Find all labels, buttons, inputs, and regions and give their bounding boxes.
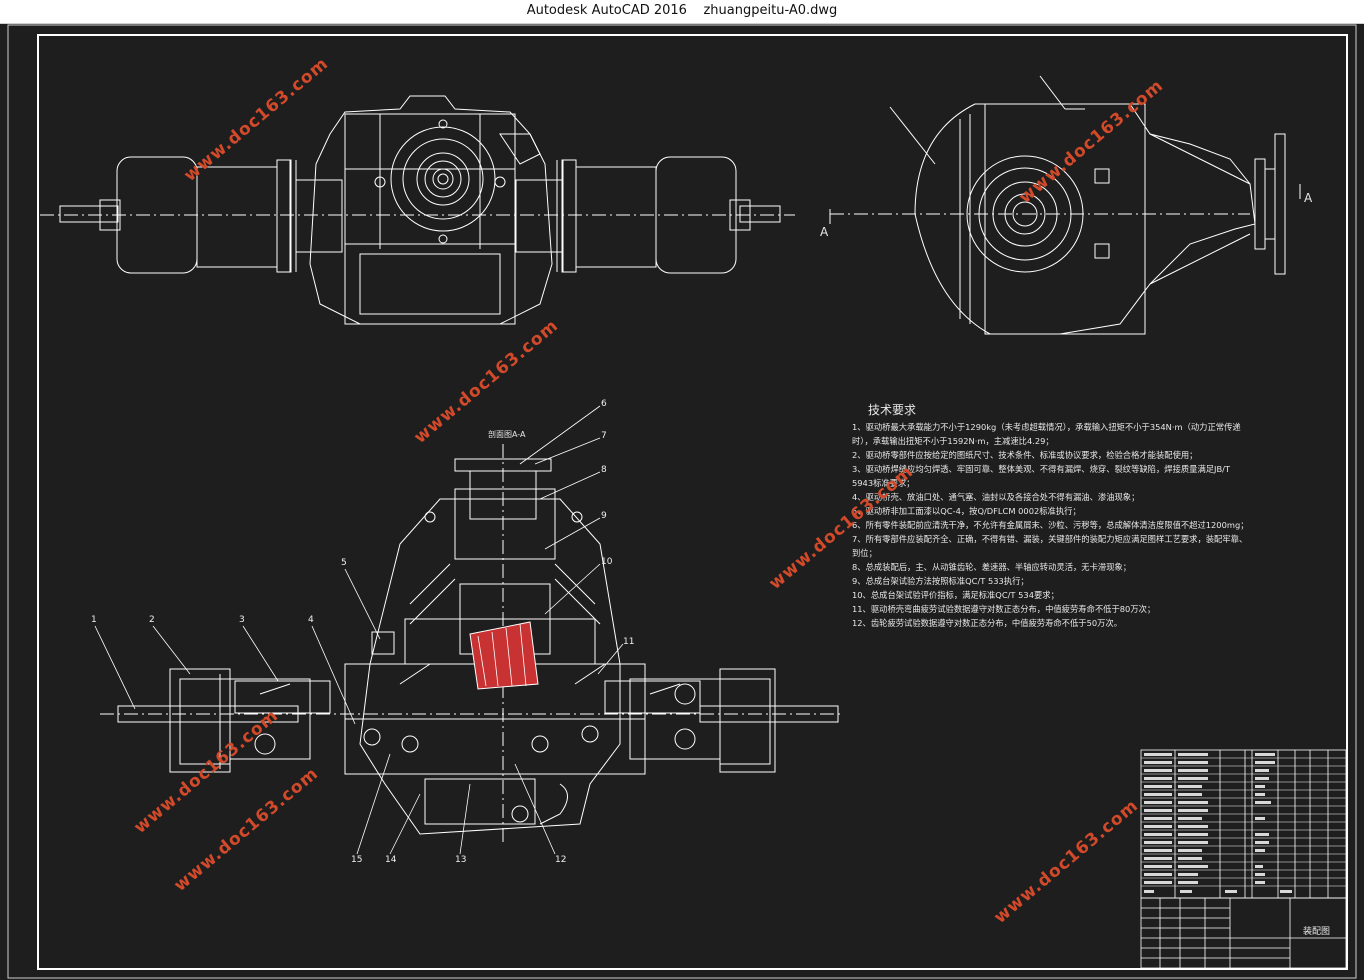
balloon-5: 5 [341, 558, 347, 568]
parts-list-text-marks [1144, 753, 1292, 893]
balloon-14: 14 [385, 855, 397, 865]
view-mark-a-right: A [1304, 191, 1313, 205]
balloon-7: 7 [601, 431, 607, 441]
balloon-2: 2 [149, 615, 155, 625]
drawing-frame [37, 34, 1348, 970]
window-title-app: Autodesk AutoCAD 2016 [526, 3, 687, 18]
req-line-9: 7、所有零部件应装配齐全、正确，不得有错、漏装，关键部件的装配力矩应满足图样工艺… [852, 534, 1247, 544]
req-line-14: 11、驱动桥壳弯曲疲劳试验数据遵守对数正态分布，中值疲劳寿命不低于80万次； [852, 604, 1155, 614]
balloon-15: 15 [351, 855, 362, 865]
balloon-4: 4 [308, 615, 314, 625]
req-line-8: 6、所有零件装配前应清洗干净，不允许有金属屑末、沙粒、污秽等，总成解体清洁度限值… [852, 520, 1249, 530]
balloon-9: 9 [601, 511, 607, 521]
requirements-title: 技术要求 [868, 403, 916, 417]
balloon-12: 12 [555, 855, 566, 865]
balloon-10: 10 [601, 557, 613, 567]
title-block [1140, 897, 1347, 969]
balloon-1: 1 [91, 615, 97, 625]
title-block-drawing-name: 装配图 [1303, 925, 1330, 937]
req-line-10: 到位； [852, 548, 877, 558]
req-line-13: 10、总成台架试验评价指标，满足标准QC/T 534要求； [852, 590, 1059, 600]
technical-requirements: 技术要求 1、驱动桥最大承载能力不小于1290kg（未考虑超载情况），承载输入扭… [852, 403, 1249, 628]
req-line-12: 9、总成台架试验方法按照标准QC/T 533执行； [852, 576, 1029, 586]
req-line-15: 12、齿轮疲劳试验数据遵守对数正态分布，中值疲劳寿命不低于50万次。 [852, 618, 1122, 628]
side-view-axle [829, 75, 1301, 335]
top-view-axle [40, 95, 795, 325]
drawing-canvas[interactable]: A A 剖面图A-A [0, 24, 1364, 980]
req-line-6: 4、驱动桥壳、放油口处、通气塞、油封以及各接合处不得有漏油、渗油现象； [852, 492, 1139, 502]
view-mark-a-left: A [820, 225, 829, 239]
watermark-1: www.doc163.com [180, 54, 332, 186]
balloon-leaders [94, 405, 624, 855]
req-line-4: 3、驱动桥焊缝应均匀焊透、牢固可靠、整体美观、不得有漏焊、烧穿、裂纹等缺陷，焊接… [852, 464, 1231, 474]
balloon-8: 8 [601, 465, 607, 475]
req-line-11: 8、总成装配后，主、从动锥齿轮、差速器、半轴应转动灵活，无卡滞现象； [852, 562, 1131, 572]
bevel-gear-highlight [469, 621, 539, 690]
req-line-2: 时），承载输出扭矩不小于1592N·m，主减速比4.29； [852, 436, 1054, 446]
req-line-1: 1、驱动桥最大承载能力不小于1290kg（未考虑超载情况），承载输入扭矩不小于3… [852, 422, 1241, 432]
watermark-7: www.doc163.com [990, 796, 1142, 928]
outer-frame [7, 24, 1357, 979]
window-title: Autodesk AutoCAD 2016 zhuangpeitu-A0.dwg [0, 3, 1364, 18]
balloon-13: 13 [455, 855, 466, 865]
window-titlebar: Autodesk AutoCAD 2016 zhuangpeitu-A0.dwg [0, 0, 1364, 24]
parts-list-rows [1141, 757, 1346, 887]
drawing-svg[interactable]: A A 剖面图A-A [0, 24, 1364, 980]
section-view-axle [100, 444, 840, 844]
req-line-3: 2、驱动桥零部件应按给定的图纸尺寸、技术条件、标准或协议要求，检验合格才能装配使… [852, 450, 1197, 460]
watermark-2: www.doc163.com [410, 316, 562, 448]
gear-teeth [477, 623, 527, 687]
section-label: 剖面图A-A [488, 429, 526, 439]
req-line-5: 5943标准要求； [852, 478, 915, 488]
req-line-7: 5、驱动桥非加工面漆以QC-4，按Q/DFLCM 0002标准执行； [852, 506, 1081, 516]
balloon-3: 3 [239, 615, 245, 625]
balloon-6: 6 [601, 399, 607, 409]
balloon-11: 11 [623, 637, 634, 647]
balloon-labels: 1 2 3 4 5 6 7 8 9 10 11 12 13 14 15 [91, 399, 634, 865]
window-title-file: zhuangpeitu-A0.dwg [703, 3, 838, 18]
